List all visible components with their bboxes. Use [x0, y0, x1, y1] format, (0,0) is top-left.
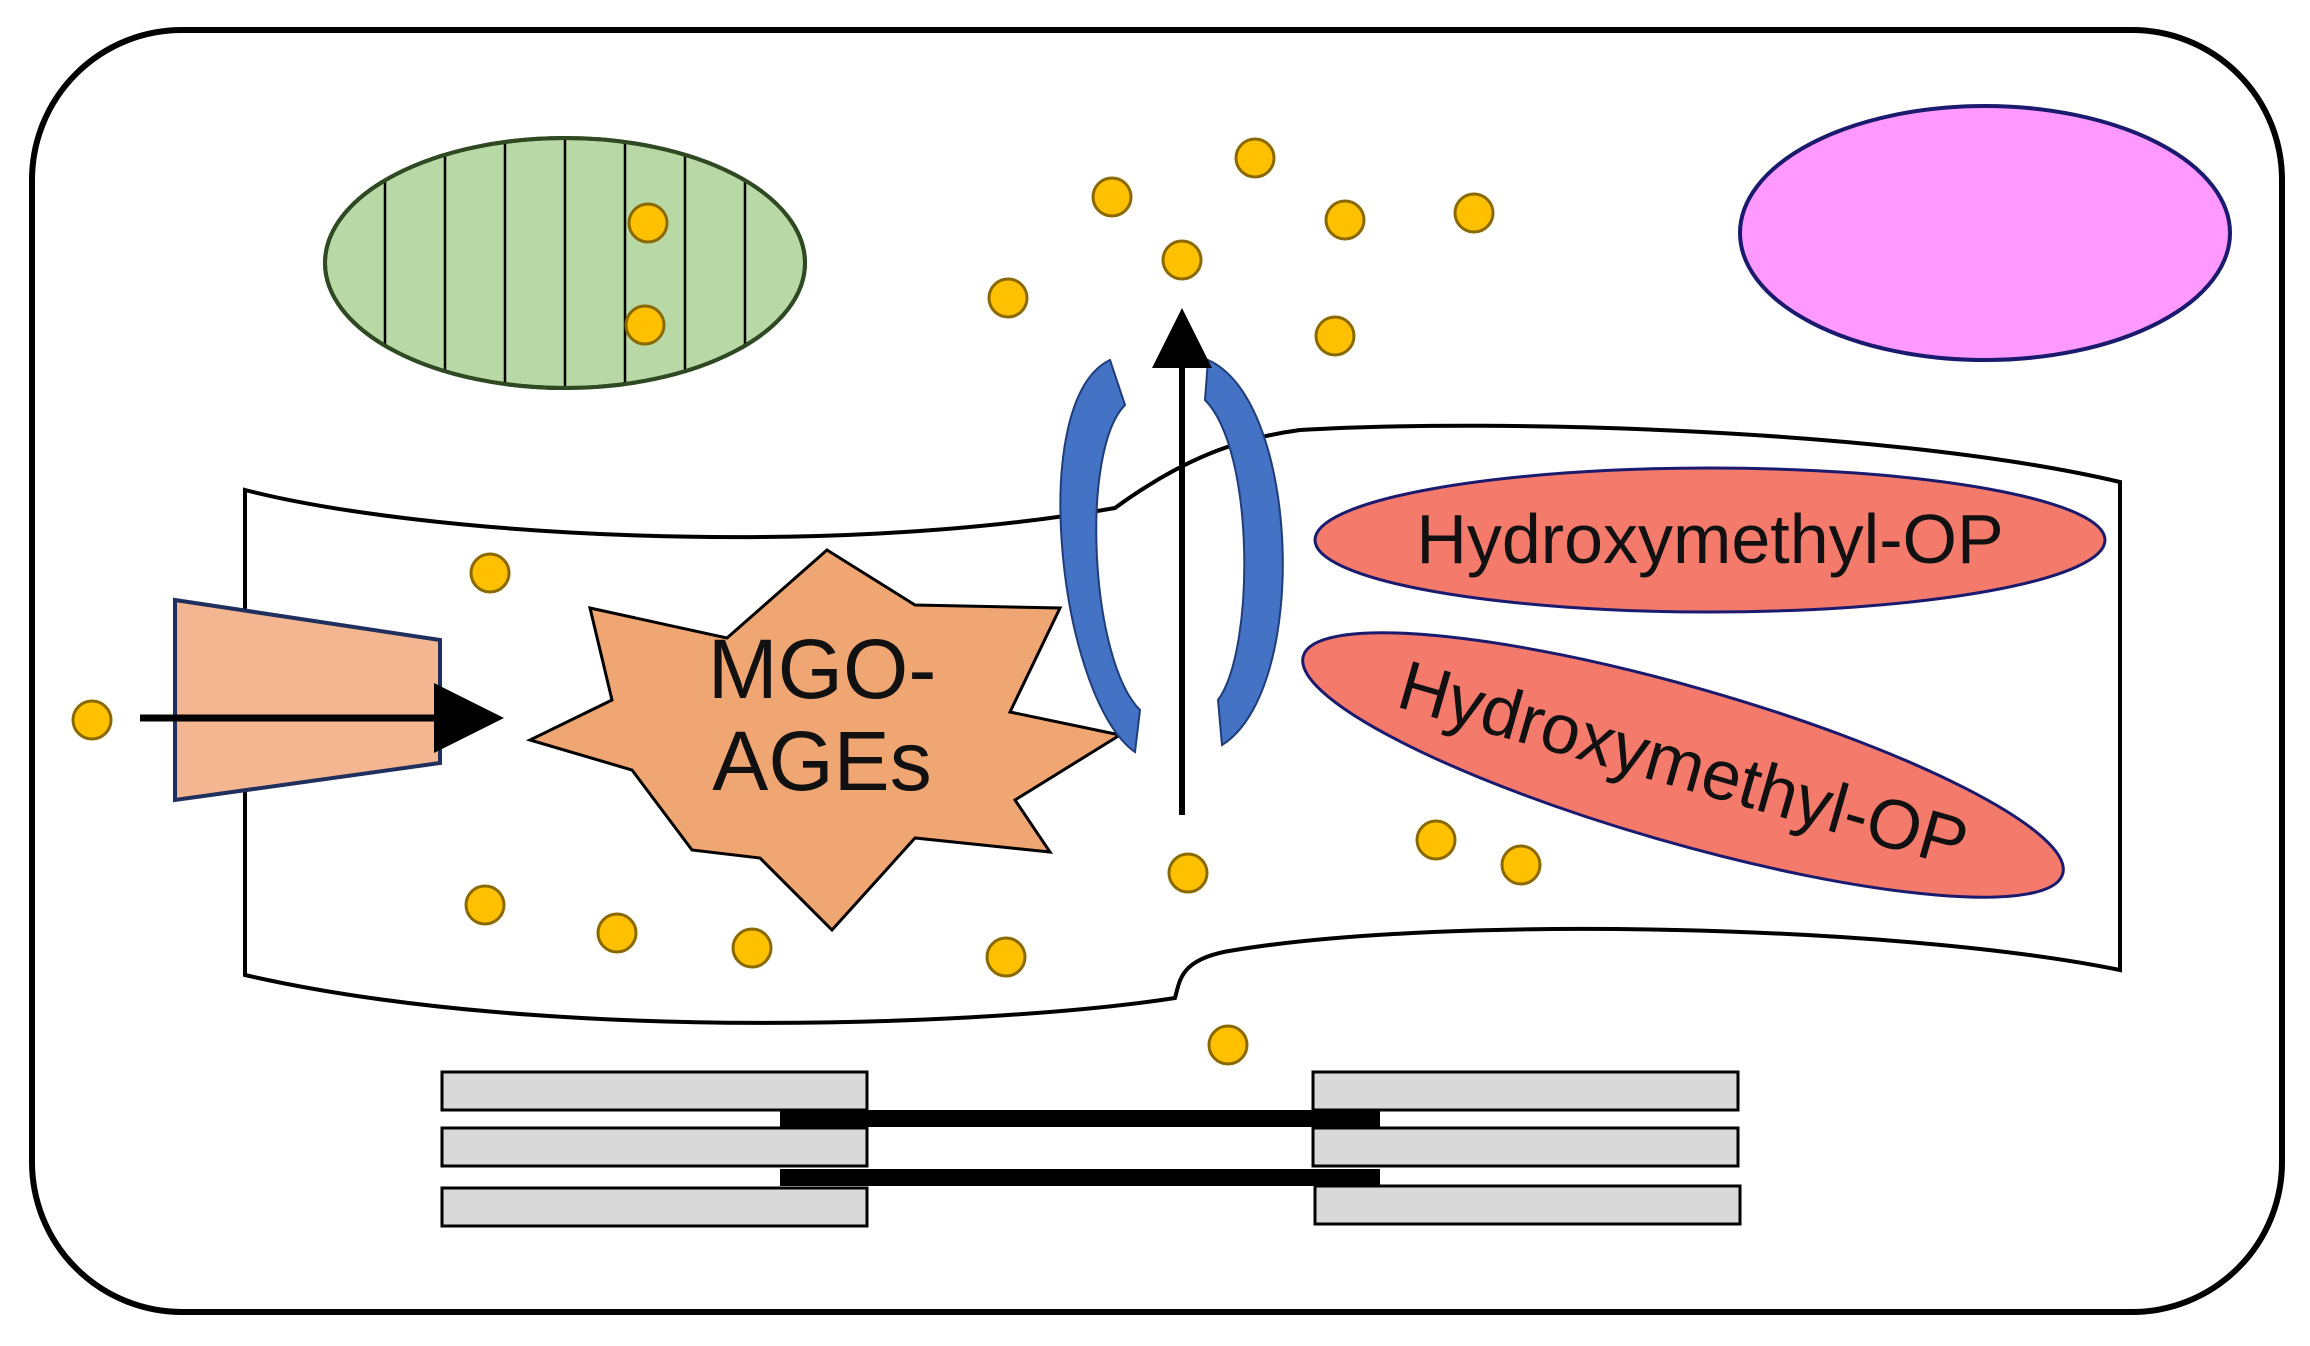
mitochondrion: [323, 136, 807, 390]
thick-filament-end: [1310, 1169, 1380, 1186]
thin-filament: [440, 1186, 869, 1228]
particle: [1234, 137, 1276, 179]
thin-filament: [440, 1070, 869, 1112]
particle: [1415, 819, 1457, 861]
thick-filament-end: [780, 1169, 870, 1186]
thin-filament: [1311, 1070, 1740, 1112]
particle: [1091, 176, 1133, 218]
thick-filament-end: [780, 1110, 870, 1127]
particle: [1167, 852, 1209, 894]
particle: [469, 552, 511, 594]
particle: [987, 277, 1029, 319]
particle: [985, 936, 1027, 978]
hydroxymethyl-op-upper: Hydroxymethyl-OP: [1313, 466, 2107, 614]
thin-filament: [1313, 1184, 1742, 1226]
mgo-ages-label-line2: AGEs: [712, 714, 931, 808]
particle: [596, 912, 638, 954]
transporter: [173, 597, 442, 803]
particle: [731, 927, 773, 969]
ion-channel: [1059, 358, 1284, 754]
particle: [624, 304, 666, 346]
channel-left-subunit: [1059, 358, 1142, 754]
thick-filament: [780, 1110, 1380, 1127]
thick-filament: [780, 1169, 1380, 1186]
mgo-ages-label-line1: MGO-: [708, 622, 937, 716]
thin-filament: [440, 1126, 869, 1168]
thick-filament-end: [1310, 1110, 1380, 1127]
particle: [1161, 239, 1203, 281]
particle: [1324, 199, 1366, 241]
channel-right-subunit: [1203, 358, 1284, 747]
particle: [1453, 192, 1495, 234]
particle: [464, 884, 506, 926]
particle: [71, 699, 113, 741]
particles: [71, 137, 1542, 1066]
particle: [1314, 315, 1356, 357]
particle: [627, 202, 669, 244]
hydroxymethyl-op-upper-label: Hydroxymethyl-OP: [1416, 500, 2003, 578]
sarcomere: [440, 1070, 1742, 1228]
particle: [1500, 844, 1542, 886]
thin-filament: [1311, 1126, 1740, 1168]
mgo-ages-star: MGO- AGEs: [525, 548, 1124, 933]
particle: [1207, 1024, 1249, 1066]
nucleus: [1738, 104, 2232, 362]
